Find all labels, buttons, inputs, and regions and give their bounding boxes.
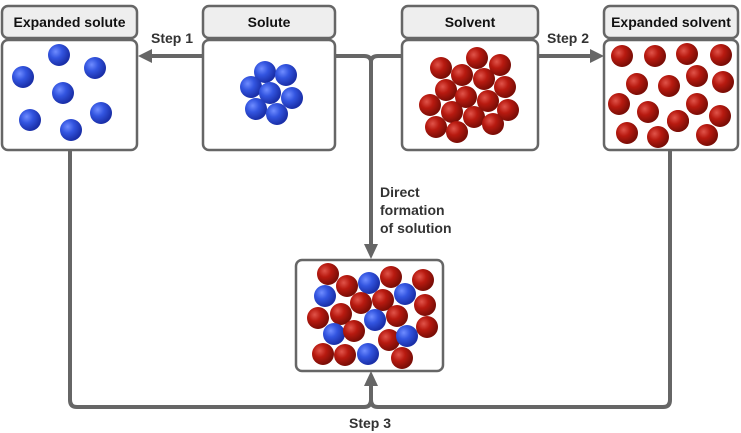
solvent-particle [644, 45, 666, 67]
direct-label-line1: Direct [380, 184, 420, 200]
solvent-particles [419, 47, 519, 143]
solvent-particle [489, 54, 511, 76]
solvent-particle [473, 68, 495, 90]
step1-label: Step 1 [151, 30, 193, 46]
solvent-particle [350, 292, 372, 314]
solute-title: Solute [248, 14, 291, 30]
solute-particle [60, 119, 82, 141]
solvent-particle [425, 116, 447, 138]
solute-particle [357, 343, 379, 365]
solute-particle [48, 44, 70, 66]
expanded-solute-title: Expanded solute [13, 14, 125, 30]
solvent-particle [414, 294, 436, 316]
solvent-title: Solvent [445, 14, 496, 30]
solvent-particle [626, 73, 648, 95]
solvent-particle [676, 43, 698, 65]
solvent-particle [334, 344, 356, 366]
solvent-particle [419, 94, 441, 116]
solvent-particle [477, 90, 499, 112]
solvent-particle [412, 269, 434, 291]
solvent-particle [710, 44, 732, 66]
solvent-particle [435, 79, 457, 101]
step2-arrowhead [590, 49, 604, 63]
direct-label-line3: of solution [380, 220, 452, 236]
direct-arrowhead [364, 244, 378, 259]
solvent-particle [336, 275, 358, 297]
solvent-particle [686, 65, 708, 87]
solute-particle [358, 272, 380, 294]
solute-particle [240, 76, 262, 98]
solvent-particle [667, 110, 689, 132]
solute-particle [90, 102, 112, 124]
solute-particle [52, 82, 74, 104]
solvent-particle [380, 266, 402, 288]
solute-particle [84, 57, 106, 79]
solution-panel [294, 258, 445, 373]
solvent-particle [712, 71, 734, 93]
solute-particle [394, 283, 416, 305]
solvent-particle [455, 86, 477, 108]
solvent-particle [317, 263, 339, 285]
solvent-particle [482, 113, 504, 135]
connectors [68, 49, 672, 409]
solute-particle [275, 64, 297, 86]
step2-label: Step 2 [547, 30, 589, 46]
solvent-particle [307, 307, 329, 329]
solvent-particle [497, 99, 519, 121]
solvent-particle [658, 75, 680, 97]
solute-particle [266, 103, 288, 125]
expanded-solvent-title: Expanded solvent [611, 14, 731, 30]
solute-particle [281, 87, 303, 109]
expanded-solvent-particles [608, 43, 734, 148]
solvent-particle [647, 126, 669, 148]
solvent-particle [312, 343, 334, 365]
solution-particles [307, 263, 438, 369]
solvent-particle [696, 124, 718, 146]
solvent-particle [343, 320, 365, 342]
solvent-particle [686, 93, 708, 115]
direct-label-line2: formation [380, 202, 445, 218]
solute-particle [364, 309, 386, 331]
solute-panel: Solute [201, 4, 337, 152]
solute-particle [396, 325, 418, 347]
solvent-particle [446, 121, 468, 143]
solvent-particle [430, 57, 452, 79]
solute-particle [12, 66, 34, 88]
solute-particles [240, 61, 303, 125]
solvent-particle [441, 101, 463, 123]
solvent-particle [466, 47, 488, 69]
solvent-particle [611, 45, 633, 67]
solvent-particle [494, 76, 516, 98]
solute-particle [254, 61, 276, 83]
solvent-particle [637, 101, 659, 123]
solute-particle [245, 98, 267, 120]
solvent-particle [451, 64, 473, 86]
solvent-particle [416, 316, 438, 338]
solvent-particle [709, 105, 731, 127]
solvent-particle [391, 347, 413, 369]
solute-particle [323, 323, 345, 345]
step3-label: Step 3 [349, 415, 391, 431]
step1-arrowhead [138, 49, 152, 63]
solvent-particle [386, 305, 408, 327]
solvent-particle [372, 289, 394, 311]
solvent-particle [616, 122, 638, 144]
solvent-particle [378, 329, 400, 351]
solute-particle [19, 109, 41, 131]
expanded-solute-panel: Expanded solute [0, 4, 139, 152]
step3-arrowhead [364, 371, 378, 386]
expanded-solvent-panel: Expanded solvent [602, 4, 740, 152]
solvent-panel: Solvent [400, 4, 540, 152]
solute-particle [259, 82, 281, 104]
solute-solvent-link [335, 54, 402, 63]
solvent-particle [608, 93, 630, 115]
solvent-particle [330, 303, 352, 325]
expanded-solute-particles [12, 44, 112, 141]
solute-particle [314, 285, 336, 307]
solvent-particle [463, 106, 485, 128]
